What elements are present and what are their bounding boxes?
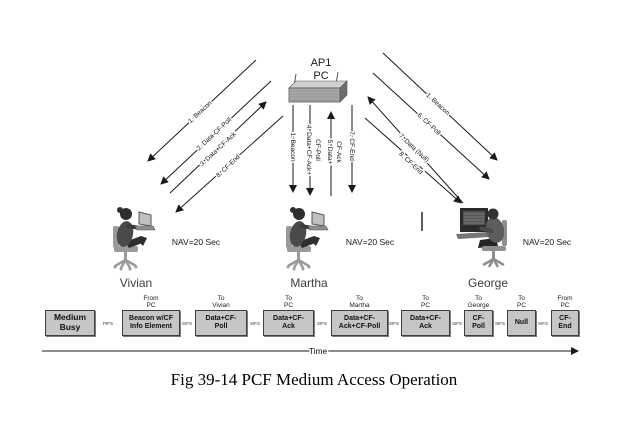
frame-direction-label: To PC — [420, 294, 431, 309]
frame-direction-label — [45, 291, 95, 310]
timeline-segment-data-cf-ack-1: To PC Data+CF- Ack — [263, 291, 314, 336]
center-arrow-label-5b: CF-Ack — [335, 141, 342, 163]
frame-box-data-cf-poll: Data+CF- Poll — [195, 310, 247, 336]
gap-label-sifs-6: SIFS — [495, 321, 505, 326]
arrow-data-cf-ack-to-ap — [169, 101, 267, 194]
frame-box-cf-poll: CF- Poll — [464, 310, 493, 336]
frame-direction-label: From PC — [143, 294, 159, 309]
arrow-cf-end-to-george — [364, 117, 462, 204]
left-arrow-lines — [147, 59, 284, 213]
figure-caption: Fig 39-14 PCF Medium Access Operation — [170, 370, 458, 389]
vivian-name-label: Vivian — [120, 276, 152, 290]
time-axis-label: Time — [309, 346, 328, 356]
arrow-cf-end-to-vivian — [175, 115, 284, 213]
frame-box-cf-end: CF- End — [551, 310, 579, 336]
timeline-segment-medium-busy: Medium Busy — [45, 291, 95, 336]
arrow-beacon-to-george — [382, 52, 498, 161]
center-arrow-label-7: 7. CF-End — [348, 131, 355, 161]
george-figure-icon — [456, 208, 507, 268]
frame-box-data-cf-ack-2: Data+CF- Ack — [401, 310, 450, 336]
frame-box-beacon: Beacon w/CF Info Element — [122, 310, 180, 336]
center-arrow-label-4a: 4. Data+CF-Ack+ — [305, 125, 312, 175]
frame-direction-label: To Vivian — [212, 294, 230, 309]
timeline-segment-data-cf-poll: To Vivian Data+CF- Poll — [195, 291, 247, 336]
ap-label-line2: PC — [313, 70, 328, 82]
gap-label-sifs-1: SIFS — [182, 321, 192, 326]
arrow-data-null-to-ap — [367, 96, 464, 204]
frame-box-medium-busy: Medium Busy — [45, 310, 95, 336]
timeline-segment-cf-end: From PC CF- End — [551, 291, 579, 336]
frame-direction-label: To Martha — [349, 294, 370, 309]
center-arrow-label-4b: CF-Poll — [314, 139, 321, 161]
center-arrow-label-1: 1. Beacon — [289, 132, 296, 162]
timeline-segment-data-cf-ack-cf-poll: To Martha Data+CF- Ack+CF-Poll — [331, 291, 388, 336]
gap-label-pifs: PIFS — [103, 321, 113, 326]
martha-figure-icon — [284, 205, 330, 272]
right-arrow-label-1: 1. Beacon — [425, 92, 451, 117]
frame-direction-label: To PC — [283, 294, 294, 309]
ap-label-line1: AP1 — [311, 57, 332, 69]
left-arrow-label-8: 8. CF-End — [215, 153, 242, 179]
access-point-icon — [288, 71, 348, 103]
frame-direction-label: From PC — [557, 294, 573, 309]
center-arrow-label-5a: 5. Data+ — [326, 140, 333, 165]
george-nav-label: NAV=20 Sec — [523, 237, 572, 247]
arrow-data-cf-poll-to-vivian — [160, 80, 272, 185]
right-arrow-label-6: 6. CF-Poll — [416, 112, 442, 137]
gap-label-sifs-2: SIFS — [250, 321, 260, 326]
frame-direction-label: To George — [467, 294, 490, 309]
timeline-segment-null: To PC Null — [507, 291, 536, 336]
center-arrow-lines — [289, 105, 356, 196]
martha-name-label: Martha — [290, 276, 328, 290]
right-arrow-lines — [364, 52, 498, 204]
george-name-label: George — [468, 276, 508, 290]
arrow-cf-poll-to-george — [372, 72, 490, 180]
gap-label-sifs-5: SIFS — [452, 321, 462, 326]
timeline-segment-cf-poll: To George CF- Poll — [464, 291, 493, 336]
frame-box-data-cf-ack-1: Data+CF- Ack — [263, 310, 314, 336]
frame-box-data-cf-ack-cf-poll: Data+CF- Ack+CF-Poll — [331, 310, 388, 336]
left-arrow-label-1: 1. Beacon — [187, 100, 213, 125]
vivian-nav-label: NAV=20 Sec — [172, 237, 221, 247]
frame-direction-label: To PC — [516, 294, 527, 309]
gap-label-sifs-3: SIFS — [317, 321, 327, 326]
frame-box-null: Null — [507, 310, 536, 336]
arrow-beacon-to-vivian — [147, 59, 257, 162]
martha-nav-label: NAV=20 Sec — [346, 237, 395, 247]
timeline-segment-data-cf-ack-2: To PC Data+CF- Ack — [401, 291, 450, 336]
gap-label-sifs-7: SIFS — [538, 321, 548, 326]
timeline-segment-beacon: From PC Beacon w/CF Info Element — [122, 291, 180, 336]
vivian-figure-icon — [111, 205, 157, 272]
gap-label-sifs-4: SIFS — [389, 321, 399, 326]
